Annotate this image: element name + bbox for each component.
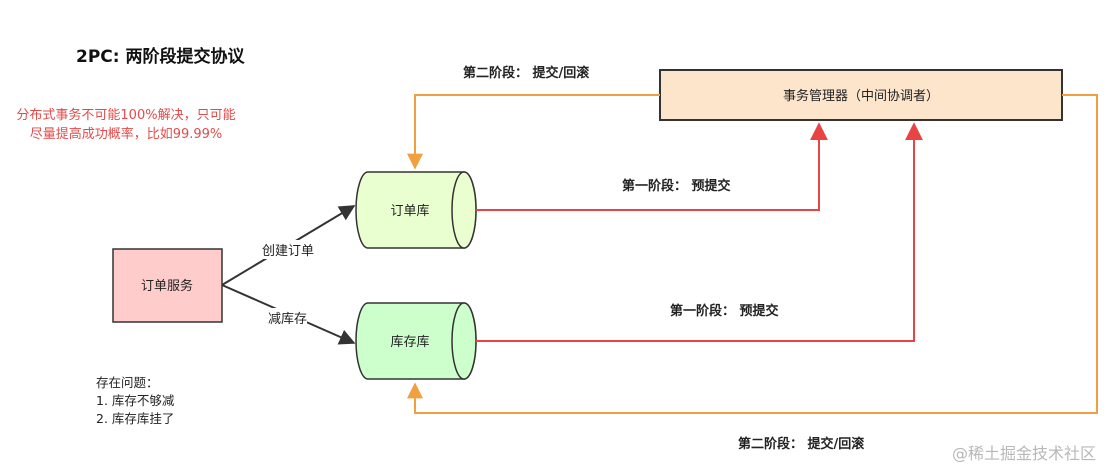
diagram-title: 2PC: 两阶段提交协议 [76, 47, 245, 67]
note-text: 分布式事务不可能100%解决，只可能 尽量提高成功概率，比如99.99% [0, 106, 252, 144]
phase1-stock-arrow [476, 122, 923, 342]
phase2-bottom-arrow [407, 94, 1098, 414]
note-line-2: 尽量提高成功概率，比如99.99% [29, 127, 223, 142]
problems-list: 存在问题： 1. 库存不够减 2. 库存库挂了 [96, 374, 174, 428]
phase1-order-arrow [476, 122, 828, 211]
phase2-top-label: 第二阶段： 提交/回滚 [463, 66, 590, 81]
coordinator-label: 事务管理器（中间协调者） [783, 88, 939, 104]
stock-db-label: 库存库 [390, 334, 429, 350]
order-service-label: 订单服务 [141, 278, 193, 294]
phase2-bottom-label: 第二阶段： 提交/回滚 [738, 437, 865, 452]
problem-item-1: 1. 库存不够减 [96, 393, 175, 408]
create-order-label: 创建订单 [262, 240, 315, 259]
order-service-box [112, 248, 223, 323]
stock-db-cylinder [355, 302, 477, 380]
phase1-stock-label: 第一阶段： 预提交 [670, 304, 779, 319]
note-line-1: 分布式事务不可能100%解决，只可能 [16, 108, 236, 123]
reduce-stock-label: 减库存 [268, 308, 308, 327]
order-db-label: 订单库 [390, 203, 429, 219]
phase2-top-arrow [407, 94, 660, 170]
problems-heading: 存在问题： [96, 375, 159, 390]
problem-item-2: 2. 库存库挂了 [96, 411, 175, 426]
order-db-cylinder [355, 171, 477, 249]
phase1-order-label: 第一阶段： 预提交 [622, 179, 731, 194]
coordinator-box [659, 69, 1063, 121]
watermark: @稀土掘金技术社区 [952, 444, 1097, 463]
